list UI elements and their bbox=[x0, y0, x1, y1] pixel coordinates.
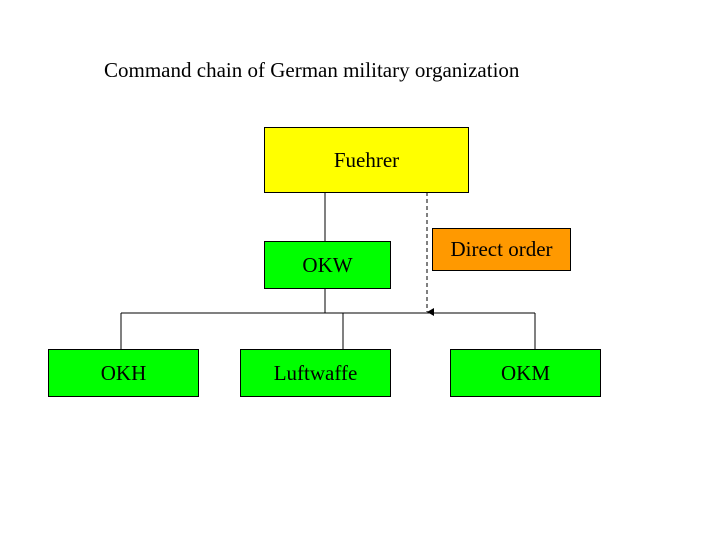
okm-label: OKM bbox=[500, 360, 550, 385]
direct-order-label: Direct order bbox=[450, 237, 553, 261]
diagram-title: Command chain of German military organiz… bbox=[104, 58, 520, 82]
okw-box: OKW bbox=[264, 241, 391, 289]
okh-label: OKH bbox=[100, 360, 147, 385]
okm-box: OKM bbox=[450, 349, 601, 397]
luftwaffe-label: Luftwaffe bbox=[273, 360, 358, 385]
fuehrer-label: Fuehrer bbox=[333, 147, 400, 172]
fuehrer-box: Fuehrer bbox=[264, 127, 469, 193]
okw-label: OKW bbox=[302, 252, 353, 277]
okh-box: OKH bbox=[48, 349, 199, 397]
luftwaffe-box: Luftwaffe bbox=[240, 349, 391, 397]
direct-order-box: Direct order bbox=[432, 228, 571, 271]
